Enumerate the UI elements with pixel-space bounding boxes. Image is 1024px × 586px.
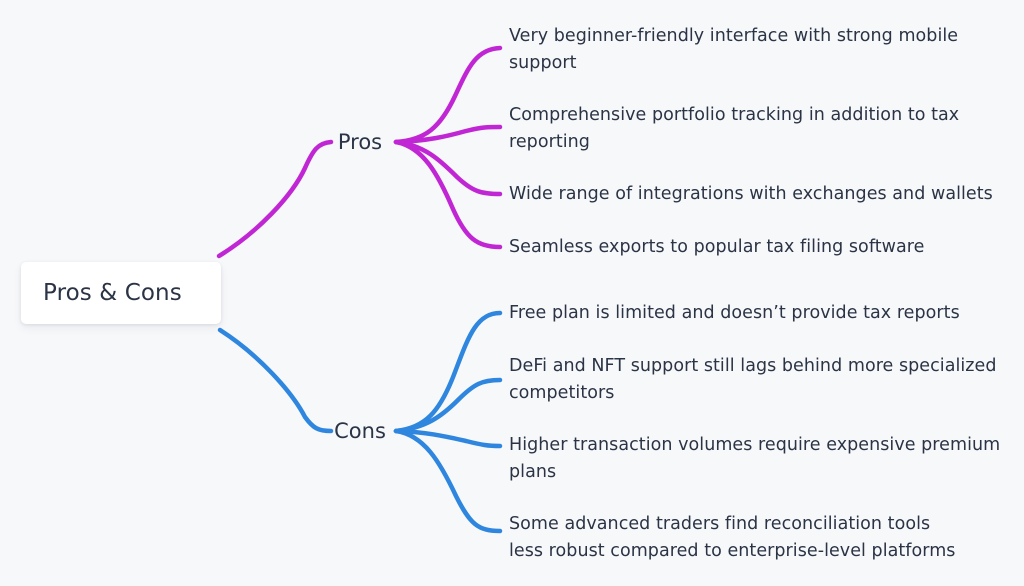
leaf-cons-2[interactable]: DeFi and NFT support still lags behind m…	[509, 356, 997, 403]
leaf-cons-3[interactable]: Higher transaction volumes require expen…	[509, 435, 1001, 482]
root-node-label: Pros & Cons	[43, 280, 182, 306]
edge-cons-to-leaf-2	[393, 377, 503, 434]
edge-root-to-cons	[217, 327, 334, 434]
edge-pros-to-leaf-1	[393, 45, 503, 145]
leaf-cons-4[interactable]: Some advanced traders find reconciliatio…	[509, 514, 956, 561]
edge-pros-to-leaf-2	[393, 124, 503, 145]
edge-cons-to-leaf-3	[393, 428, 503, 449]
edge-cons-to-leaf-4	[393, 428, 503, 534]
root-node[interactable]: Pros & Cons	[21, 262, 221, 324]
edge-cons-to-leaf-1	[393, 310, 503, 434]
leaf-pros-1[interactable]: Very beginner-friendly interface with st…	[509, 26, 959, 73]
edge-pros-to-leaf-3	[393, 139, 503, 197]
branch-label-pros[interactable]: Pros	[337, 130, 383, 154]
edge-root-to-pros	[216, 139, 334, 259]
branch-label-cons[interactable]: Cons	[334, 419, 386, 443]
edge-pros-to-leaf-4	[393, 139, 503, 250]
leaf-pros-2[interactable]: Comprehensive portfolio tracking in addi…	[509, 105, 960, 152]
leaf-cons-1[interactable]: Free plan is limited and doesn’t provide…	[509, 303, 960, 323]
leaf-pros-4[interactable]: Seamless exports to popular tax filing s…	[509, 237, 925, 257]
leaf-pros-3[interactable]: Wide range of integrations with exchange…	[509, 184, 993, 204]
